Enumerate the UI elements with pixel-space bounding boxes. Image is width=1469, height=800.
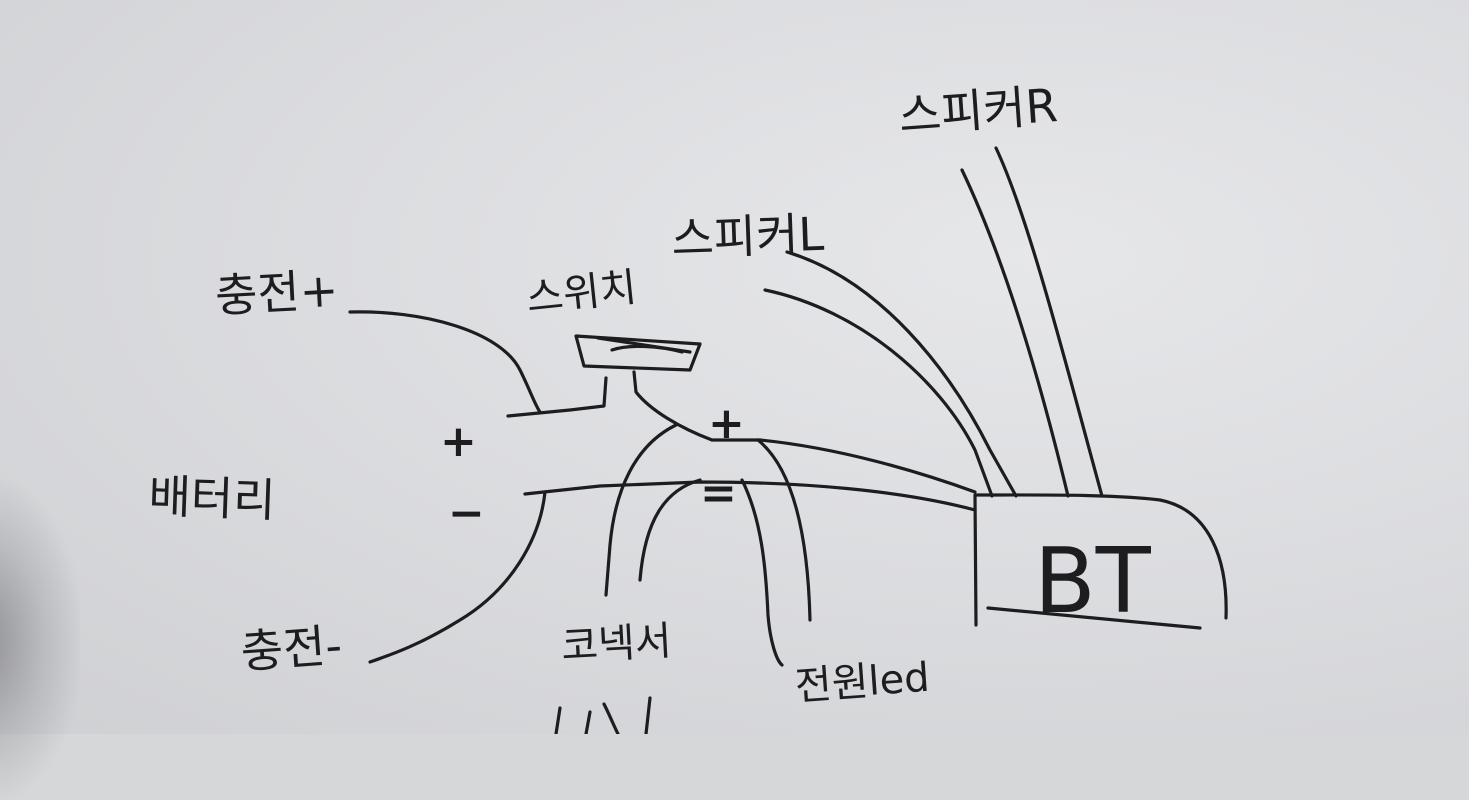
connector-label: 코넥서 bbox=[560, 618, 673, 670]
charge-minus-label: 충전- bbox=[239, 618, 344, 679]
wire-led-1 bbox=[740, 478, 784, 667]
wire-connector-1 bbox=[604, 423, 678, 597]
switch-label: 스위치 bbox=[524, 265, 639, 322]
speaker-r-label: 스피커R bbox=[897, 78, 1059, 143]
charge-plus-label: 충전+ bbox=[214, 263, 340, 323]
wire-led-2 bbox=[756, 438, 812, 622]
wire-connector-2 bbox=[638, 478, 702, 582]
battery-plus-sign: + bbox=[440, 416, 477, 467]
wire-speaker-l-1 bbox=[763, 288, 994, 498]
battery-minus-sign: − bbox=[448, 488, 485, 539]
wire-speaker-r-1 bbox=[960, 168, 1070, 498]
junction-plus-sign: + bbox=[708, 398, 745, 449]
wire-speaker-r-2 bbox=[994, 146, 1104, 498]
bt-module-outline bbox=[973, 493, 1228, 627]
wire-charge-minus bbox=[368, 490, 547, 664]
bt-label: BT bbox=[1034, 529, 1152, 634]
switch-lever bbox=[596, 336, 692, 354]
bottom-scribble bbox=[554, 696, 652, 734]
junction-minus-sign: = bbox=[700, 468, 737, 519]
wire-switch-out bbox=[632, 370, 714, 442]
power-led-label: 전원led bbox=[793, 655, 931, 710]
wiring-diagram: 스피커R 스피커L 스위치 충전+ 배터리 충전- 코넥서 전원led BT +… bbox=[148, 78, 1228, 734]
wire-minus-to-bt bbox=[523, 480, 977, 512]
wire-battery-plus bbox=[506, 376, 608, 418]
wire-speaker-l-2 bbox=[785, 250, 1018, 498]
switch-symbol bbox=[574, 334, 702, 372]
wire-charge-plus bbox=[348, 310, 542, 414]
wire-plus-to-bt bbox=[710, 438, 977, 494]
battery-label: 배터리 bbox=[148, 469, 277, 527]
bt-module-base bbox=[986, 606, 1202, 630]
speaker-l-label: 스피커L bbox=[670, 207, 825, 266]
